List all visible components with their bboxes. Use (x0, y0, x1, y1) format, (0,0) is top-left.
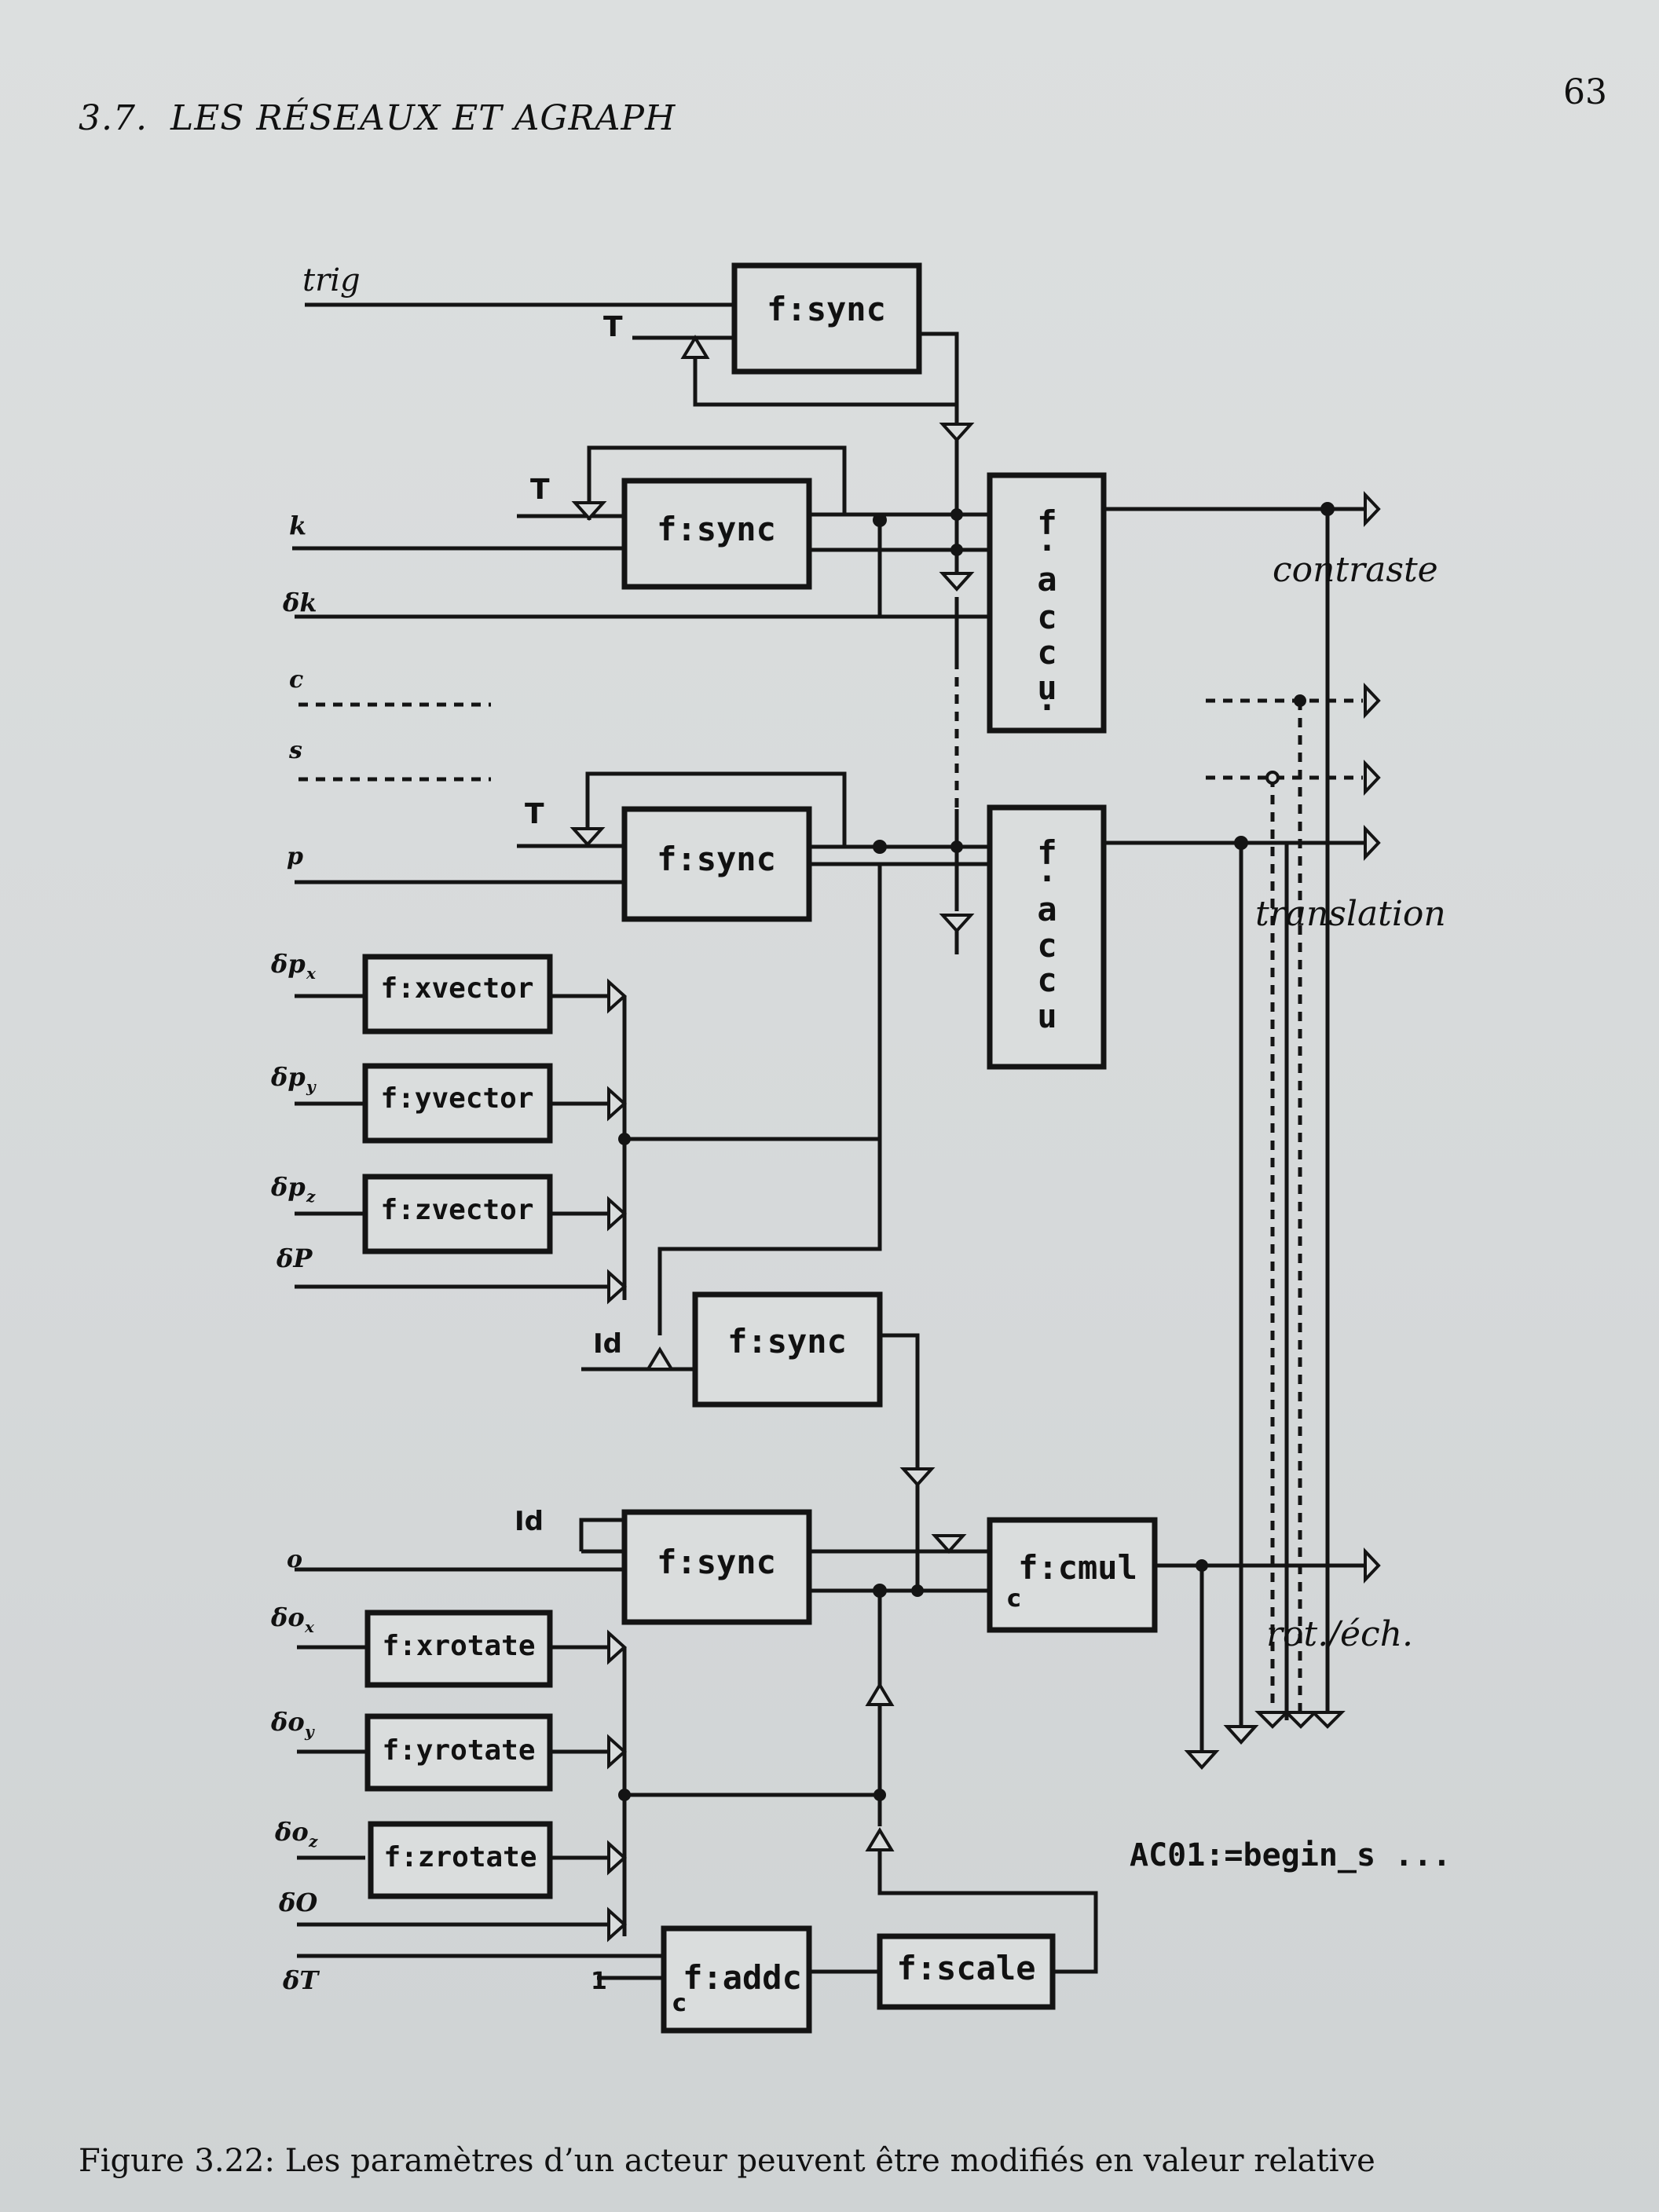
svg-text:f:yrotate: f:yrotate (382, 1734, 535, 1767)
svg-text:s: s (288, 737, 302, 764)
svg-text:δo: δo (270, 1602, 305, 1632)
control-labels: T T T Id Id 1 (515, 311, 623, 1995)
svg-text:Id: Id (593, 1328, 622, 1360)
input-labels: trig k δk c s p δp x δp y δp z δP o δo x… (270, 262, 361, 1995)
svg-text:p: p (287, 843, 303, 870)
svg-text:c: c (1007, 1585, 1021, 1613)
yrotate-block: f:yrotate (364, 1713, 553, 1792)
svg-text:a: a (1037, 890, 1057, 928)
svg-text:u: u (1037, 668, 1057, 707)
svg-text:f:zvector: f:zvector (380, 1194, 533, 1226)
svg-text:y: y (304, 1722, 315, 1741)
svg-text:f:zrotate: f:zrotate (383, 1841, 537, 1873)
svg-text:f:sync: f:sync (657, 840, 776, 878)
section-title: LES RÉSEAUX ET AGRAPH (170, 98, 676, 138)
figure-caption: Figure 3.22: Les paramètres d’un acteur … (79, 2143, 1642, 2179)
svg-text:δp: δp (270, 1062, 306, 1092)
xvector-block: f:xvector (362, 954, 553, 1035)
svg-text:δT: δT (282, 1965, 320, 1995)
sync-block-1: f:sync (731, 262, 922, 375)
svg-text:δp: δp (270, 1172, 306, 1202)
svg-text:f:cmul: f:cmul (1018, 1548, 1137, 1587)
svg-text:f: f (1037, 833, 1057, 872)
svg-text:δo: δo (274, 1817, 309, 1847)
svg-text:δP: δP (276, 1243, 313, 1273)
scale-block: f:scale (877, 1933, 1056, 2010)
sync-block-3: f:sync (621, 806, 812, 922)
cmul-block: f:cmul c (987, 1517, 1158, 1633)
junctions (618, 502, 1335, 1801)
running-head: 3.7. LES RÉSEAUX ET AGRAPH (79, 98, 676, 138)
svg-text:f:scale: f:scale (896, 1949, 1035, 1987)
svg-text:z: z (306, 1187, 316, 1206)
svg-text:f:sync: f:sync (727, 1322, 847, 1361)
svg-text:δO: δO (278, 1888, 317, 1917)
svg-text:translation: translation (1255, 894, 1446, 934)
page-number: 63 (1563, 72, 1607, 112)
svg-text:·: · (1037, 688, 1057, 727)
svg-text:T: T (525, 798, 544, 830)
svg-text:c: c (1037, 598, 1057, 636)
addc-block: f:addc c (661, 1925, 812, 2034)
svg-text:c: c (1037, 926, 1057, 965)
arrowheads (569, 335, 1381, 1943)
wires (292, 302, 1365, 1980)
svg-text:contraste: contraste (1273, 550, 1438, 590)
svg-text:x: x (304, 1617, 315, 1636)
svg-text:1: 1 (591, 1968, 607, 1995)
svg-text:f:xvector: f:xvector (380, 972, 533, 1005)
sync-block-5: f:sync (621, 1509, 812, 1625)
svg-text:δp: δp (270, 949, 306, 979)
svg-text:c: c (672, 1990, 687, 2017)
yvector-block: f:yvector (362, 1063, 553, 1144)
code-snippet: AC01:=begin_s ... (1130, 1837, 1451, 1873)
svg-text:c: c (289, 666, 303, 694)
svg-text:a: a (1037, 560, 1057, 599)
zvector-block: f:zvector (362, 1174, 553, 1254)
svg-text:o: o (287, 1546, 302, 1573)
sync-block-4: f:sync (692, 1291, 883, 1408)
caption-text: Les paramètres d’un acteur peuvent être … (284, 2143, 1375, 2179)
svg-text:·: · (1037, 859, 1057, 898)
svg-text:f:yvector: f:yvector (380, 1082, 533, 1115)
svg-text:δo: δo (270, 1707, 305, 1737)
svg-text:T: T (603, 311, 623, 343)
svg-text:k: k (289, 511, 306, 540)
svg-text:rot./éch.: rot./éch. (1266, 1614, 1413, 1654)
svg-text:c: c (1037, 633, 1057, 672)
accu-block-1: f · a c c u · (987, 472, 1107, 734)
section-number: 3.7. (79, 98, 148, 138)
svg-text:Id: Id (515, 1506, 544, 1537)
xrotate-block: f:xrotate (364, 1610, 553, 1688)
svg-text:trig: trig (302, 262, 361, 298)
svg-text:f:sync: f:sync (657, 510, 776, 548)
output-labels: contraste translation rot./éch. (1255, 550, 1446, 1654)
svg-text:f:sync: f:sync (657, 1543, 776, 1581)
caption-label: Figure 3.22: (79, 2143, 275, 2179)
svg-text:·: · (1037, 529, 1057, 567)
svg-text:f:xrotate: f:xrotate (382, 1630, 535, 1662)
svg-text:f:sync: f:sync (767, 290, 886, 328)
svg-text:z: z (308, 1832, 318, 1851)
accu-block-2: f · a c c u (987, 804, 1107, 1070)
svg-text:T: T (530, 474, 550, 506)
sync-block-2: f:sync (621, 478, 812, 590)
svg-text:u: u (1037, 997, 1057, 1035)
svg-text:f:addc: f:addc (683, 1958, 802, 1997)
svg-text:f: f (1037, 504, 1057, 542)
svg-text:c: c (1037, 961, 1057, 999)
zrotate-block: f:zrotate (368, 1821, 553, 1899)
svg-text:δk: δk (282, 588, 317, 617)
svg-text:y: y (306, 1077, 317, 1096)
svg-text:x: x (306, 964, 317, 983)
